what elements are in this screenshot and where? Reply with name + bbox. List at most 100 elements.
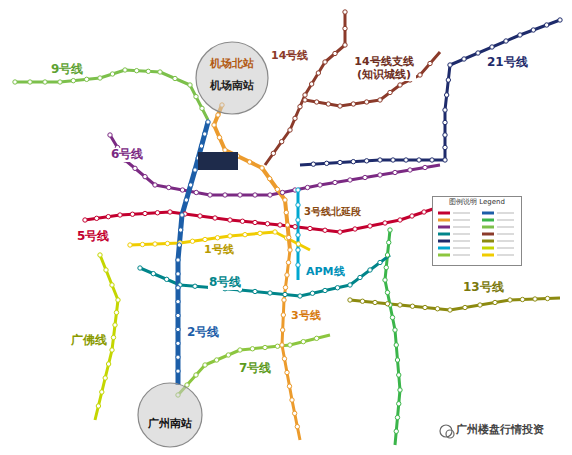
station-dot [283, 285, 287, 289]
station-dot [298, 104, 302, 108]
legend-sample-text [453, 226, 470, 228]
station-dot [368, 268, 372, 272]
station-dot [323, 60, 327, 64]
station-dot [98, 253, 102, 257]
station-dot [301, 339, 305, 343]
highlight-circle [138, 383, 202, 447]
station-dot [310, 291, 314, 295]
station-dot [385, 302, 389, 306]
station-dot [323, 228, 327, 232]
legend-sample [438, 226, 450, 229]
station-dot [296, 248, 300, 252]
transfer-marker [198, 152, 238, 170]
station-dot [203, 237, 207, 241]
station-dot [282, 298, 286, 302]
legend-sample-text [453, 219, 470, 221]
station-dot [108, 133, 112, 137]
station-dot [176, 299, 180, 303]
station-dot [176, 369, 180, 373]
station-dot [193, 284, 197, 288]
station-dot [288, 248, 292, 252]
station-dot [360, 299, 364, 303]
watermark: 广州楼盘行情投资 [455, 424, 545, 437]
legend-sample [438, 247, 450, 250]
line-name: 14号线支线 (知识城线) [352, 56, 416, 81]
station-dot [167, 185, 171, 189]
legend-sample [482, 219, 494, 222]
station-dot [422, 210, 426, 214]
legend-sample-text [497, 254, 514, 256]
legend-sample [482, 247, 494, 250]
station-dot [508, 298, 512, 302]
station-dot [343, 26, 347, 30]
station-dot [284, 210, 288, 214]
station-dot [253, 193, 257, 197]
station-dot [215, 236, 219, 240]
station-dot [443, 108, 447, 112]
station-dot [504, 39, 508, 43]
station-dot [100, 390, 104, 394]
station-dot [303, 98, 307, 102]
station-dot [116, 298, 120, 302]
station-dot [212, 123, 216, 127]
station-dot [188, 183, 192, 187]
station-dot [258, 231, 262, 235]
station-dot [418, 73, 422, 77]
station-dot [173, 76, 177, 80]
station-dot [199, 144, 203, 148]
station-dot [558, 18, 562, 22]
station-dot [476, 51, 480, 55]
station-dot [153, 242, 157, 246]
station-dot [463, 305, 467, 309]
station-dot [176, 258, 180, 262]
station-dot [348, 178, 352, 182]
station-dot [387, 240, 391, 244]
station-dot [223, 193, 227, 197]
station-dot [493, 300, 497, 304]
station-dot [430, 158, 434, 162]
metro-line [305, 52, 440, 106]
station-dot [423, 165, 427, 169]
station-dot [275, 187, 279, 191]
station-dot [398, 388, 402, 392]
station-dot [143, 174, 147, 178]
line-name: 7号线 [238, 362, 272, 376]
station-dot [260, 166, 264, 170]
station-dot [351, 102, 355, 106]
station-dot [285, 273, 289, 277]
station-dot [165, 241, 169, 245]
station-dot [286, 260, 290, 264]
legend-sample [482, 233, 494, 236]
line-name: 5号线 [76, 230, 110, 244]
station-dot [118, 213, 122, 217]
station-dot [383, 278, 387, 282]
station-dot [338, 230, 342, 234]
station-dot [155, 211, 159, 215]
line-name: 9号线 [50, 63, 84, 77]
station-dot [268, 193, 272, 197]
station-dot [282, 357, 286, 361]
station-dot [368, 224, 372, 228]
station-dot [114, 310, 118, 314]
station-dot [391, 158, 395, 162]
station-dot [446, 78, 450, 82]
station-dot [388, 228, 392, 232]
station-dot [253, 289, 257, 293]
station-dot [168, 210, 172, 214]
station-dot [71, 78, 75, 82]
station-dot [273, 230, 277, 234]
legend-sample-text [497, 212, 514, 214]
station-dot [398, 83, 402, 87]
station-dot [296, 263, 300, 267]
station-dot [104, 268, 108, 272]
station-name: 广州南站 [137, 418, 203, 430]
station-dot [250, 347, 254, 351]
station-dot [395, 415, 399, 419]
station-dot [296, 242, 300, 246]
station-dot [268, 291, 272, 295]
station-dot [271, 151, 275, 155]
station-dot [216, 113, 220, 117]
station-dot [203, 363, 207, 367]
station-dot [110, 72, 114, 76]
station-dot [176, 313, 180, 317]
